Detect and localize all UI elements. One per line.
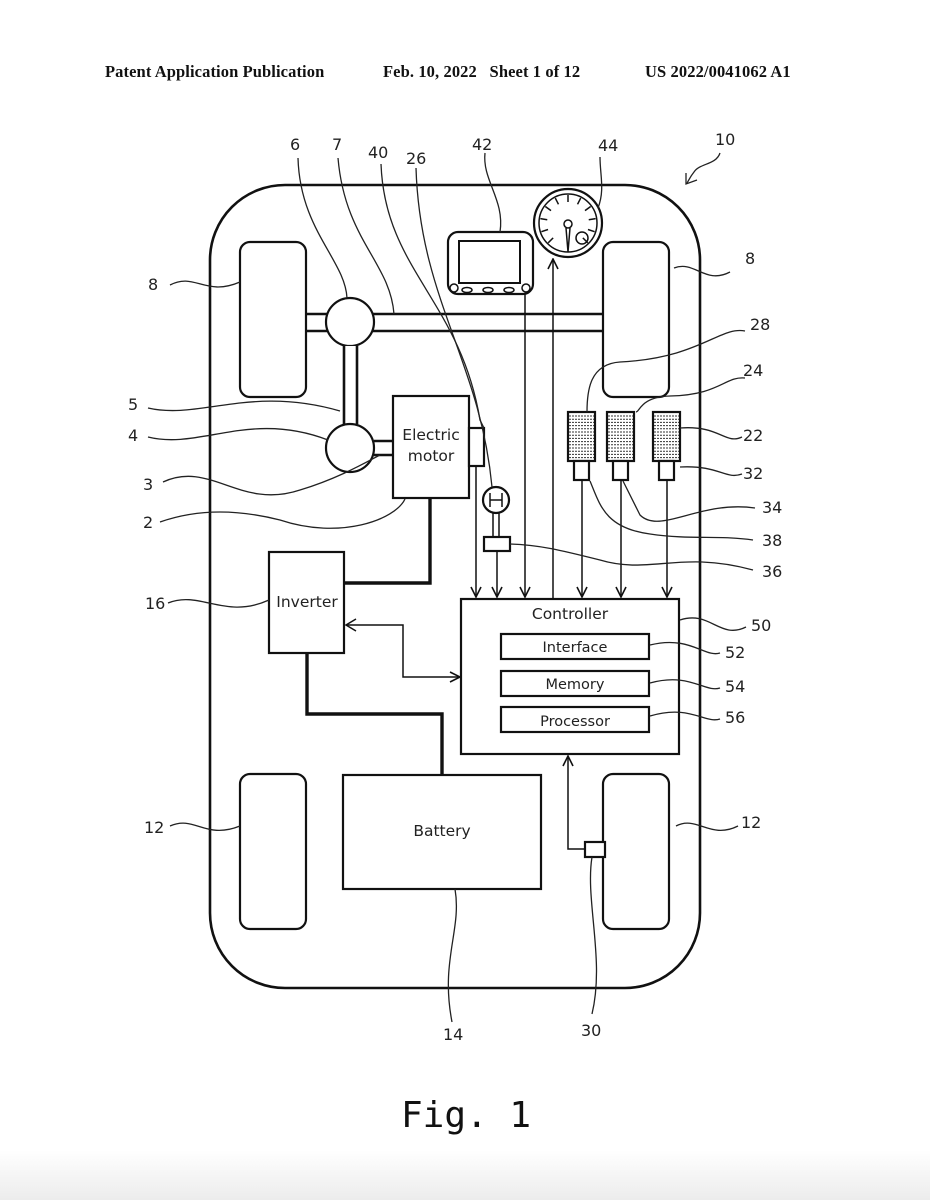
- rear-wheel-left: [238, 772, 308, 931]
- ref-10: 10: [715, 130, 735, 149]
- wheel-speed-sensor: [583, 840, 607, 859]
- ref-52: 52: [725, 643, 745, 662]
- ref-8-right: 8: [745, 249, 755, 268]
- motor-inverter-power-line: [345, 498, 432, 585]
- ref-54: 54: [725, 677, 745, 696]
- gauge-tick: [554, 197, 560, 205]
- gauge-tick: [547, 237, 554, 244]
- speed-signal: [568, 756, 585, 850]
- ref-26: 26: [406, 149, 426, 168]
- inverter-label: Inverter: [276, 593, 338, 611]
- ref-24: 24: [743, 361, 763, 380]
- ref-40: 40: [368, 143, 388, 162]
- leader-lines: [147, 152, 756, 1023]
- gauge-tick: [584, 205, 592, 212]
- publication-type: Patent Application Publication: [105, 62, 325, 81]
- controller-label: Controller: [532, 605, 609, 623]
- ref-42: 42: [472, 135, 492, 154]
- memory-block: [499, 669, 651, 698]
- publication-date-sheet: Feb. 10, 2022 Sheet 1 of 12: [383, 62, 581, 81]
- ref-5: 5: [128, 395, 138, 414]
- differential: [324, 296, 376, 348]
- motor-rotation-sensor: [467, 426, 486, 468]
- gauge-tick: [540, 217, 548, 221]
- ref-12-left: 12: [144, 818, 164, 837]
- accelerator-sensor: [572, 459, 591, 482]
- brake-sensor: [611, 459, 630, 482]
- ref-12-right: 12: [741, 813, 761, 832]
- output-shaft: [374, 439, 393, 457]
- clutch-sensor: [657, 459, 676, 482]
- meter-gauge: [532, 187, 604, 259]
- ref-6: 6: [290, 135, 300, 154]
- inverter-controller-signal: [346, 624, 460, 677]
- interface-label: Interface: [543, 640, 608, 656]
- shift-lever: [481, 485, 511, 537]
- electric-motor-label-2: motor: [408, 447, 455, 465]
- transmission: [324, 422, 376, 474]
- ref-44: 44: [598, 136, 618, 155]
- gauge-tick: [588, 217, 596, 221]
- processor-block: [499, 705, 651, 734]
- figure-caption: Fig. 1: [401, 1095, 531, 1136]
- ref-28: 28: [750, 315, 770, 334]
- ref-38: 38: [762, 531, 782, 550]
- processor-label: Processor: [540, 714, 610, 730]
- inverter-battery-power-line: [305, 653, 444, 775]
- rear-wheel-right: [601, 772, 671, 931]
- ref-4: 4: [128, 426, 138, 445]
- clutch-pedal: [651, 410, 682, 482]
- ref-8-left: 8: [148, 275, 158, 294]
- gauge-tick: [541, 228, 549, 233]
- shift-position-sensor: [482, 535, 512, 553]
- gauge-tick: [576, 197, 582, 205]
- front-wheel-right: [601, 240, 671, 399]
- ref-34: 34: [762, 498, 782, 517]
- propeller-shaft: [342, 346, 359, 424]
- display-unit: [446, 230, 535, 296]
- battery-block: [341, 773, 543, 891]
- reference-numerals: 10 8 8 12 12 6 7 40 26 42 44 5 4 3 2 16 …: [128, 130, 782, 1044]
- ref-7: 7: [332, 135, 342, 154]
- vehicle-body: [208, 183, 702, 990]
- ref-50: 50: [751, 616, 771, 635]
- vehicle-reference-arrow: [686, 152, 721, 184]
- accelerator-pedal: [566, 410, 597, 482]
- electric-motor-label-1: Electric: [402, 426, 459, 444]
- ref-14: 14: [443, 1025, 463, 1044]
- memory-label: Memory: [546, 677, 605, 693]
- ref-36: 36: [762, 562, 782, 581]
- ref-32: 32: [743, 464, 763, 483]
- ref-3: 3: [143, 475, 153, 494]
- inverter-block: [267, 550, 346, 655]
- ref-16: 16: [145, 594, 165, 613]
- publication-number: US 2022/0041062 A1: [645, 62, 791, 81]
- ref-2: 2: [143, 513, 153, 532]
- ref-22: 22: [743, 426, 763, 445]
- ref-30: 30: [581, 1021, 601, 1040]
- ref-56: 56: [725, 708, 745, 727]
- page-header: Patent Application Publication Feb. 10, …: [0, 62, 930, 86]
- gauge-tick: [544, 205, 552, 212]
- gauge-tick: [587, 228, 595, 233]
- brake-pedal: [605, 410, 636, 482]
- interface-block: [499, 632, 651, 661]
- front-wheel-left: [238, 240, 308, 399]
- battery-label: Battery: [413, 822, 470, 840]
